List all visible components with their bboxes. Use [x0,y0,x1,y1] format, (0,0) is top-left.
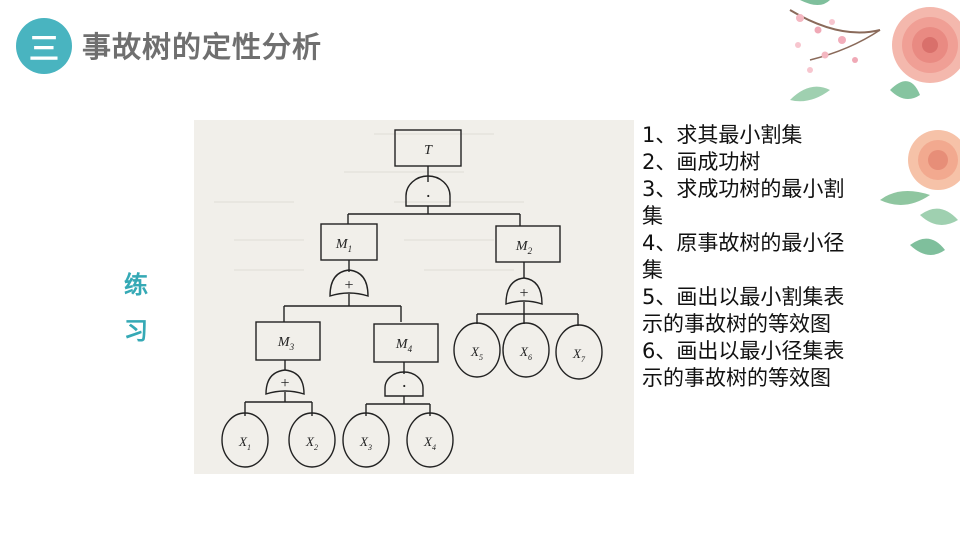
exercise-task-list: 1、求其最小割集 2、画成功树 3、求成功树的最小割集 4、原事故树的最小径集 … [642,122,847,392]
leaf-icon [790,0,958,255]
basic-event-x1-label: X1 [238,434,251,452]
fault-tree-diagram: T · M1 + M2 + M3 [194,120,634,474]
blossom-branch-icon [789,9,881,73]
basic-event-x2-label: X2 [305,434,318,452]
rose-icon [892,7,960,190]
basic-event-x1 [221,412,269,468]
and-gate-top [405,175,451,207]
basic-event-x7 [555,324,603,380]
decorative-flower-illustration [789,0,960,255]
task-item-2: 2、画成功树 [642,150,761,174]
m1-box [320,223,378,261]
m3-box [255,321,321,361]
basic-event-x6-label: X6 [519,344,532,362]
basic-event-x7-label: X7 [572,346,586,364]
m4-box [373,323,439,363]
basic-event-x3 [342,412,390,468]
basic-event-x4-label: X4 [423,434,436,452]
basic-event-x3-label: X3 [359,434,372,452]
task-item-6: 6、画出以最小径集表示的事故树的等效图 [642,339,845,390]
and-gate-m4 [384,371,424,397]
m2-box [495,225,561,263]
basic-event-x5-label: X5 [470,344,483,362]
basic-event-x5 [453,322,501,378]
or-gate-m2-symbol: + [519,285,528,302]
or-gate-m2 [505,277,543,305]
and-gate-top-symbol: · [426,186,431,206]
or-gate-m3 [265,369,305,395]
or-gate-m1-symbol: + [344,277,353,294]
or-gate-m1 [329,269,369,297]
basic-event-x4 [406,412,454,468]
and-gate-m4-symbol: · [402,376,407,396]
task-item-3: 3、求成功树的最小割集 [642,177,845,228]
task-item-1: 1、求其最小割集 [642,123,803,147]
exercise-label-char-1: 练 [124,271,148,299]
or-gate-m3-symbol: + [280,375,289,392]
m1-label: M1 [335,237,352,254]
exercise-label-char-2: 习 [124,317,148,345]
m2-label: M2 [515,239,533,256]
m4-label: M4 [395,337,413,354]
exercise-label: 练 习 [118,262,154,354]
page-title: 事故树的定性分析 [82,30,323,64]
m3-label: M3 [277,335,295,352]
section-number-badge: 三 [16,18,72,74]
task-item-4: 4、原事故树的最小径集 [642,231,845,282]
basic-event-x6 [502,322,550,378]
top-event-label: T [424,143,433,158]
task-item-5: 5、画出以最小割集表示的事故树的等效图 [642,285,845,336]
basic-event-x2 [288,412,336,468]
